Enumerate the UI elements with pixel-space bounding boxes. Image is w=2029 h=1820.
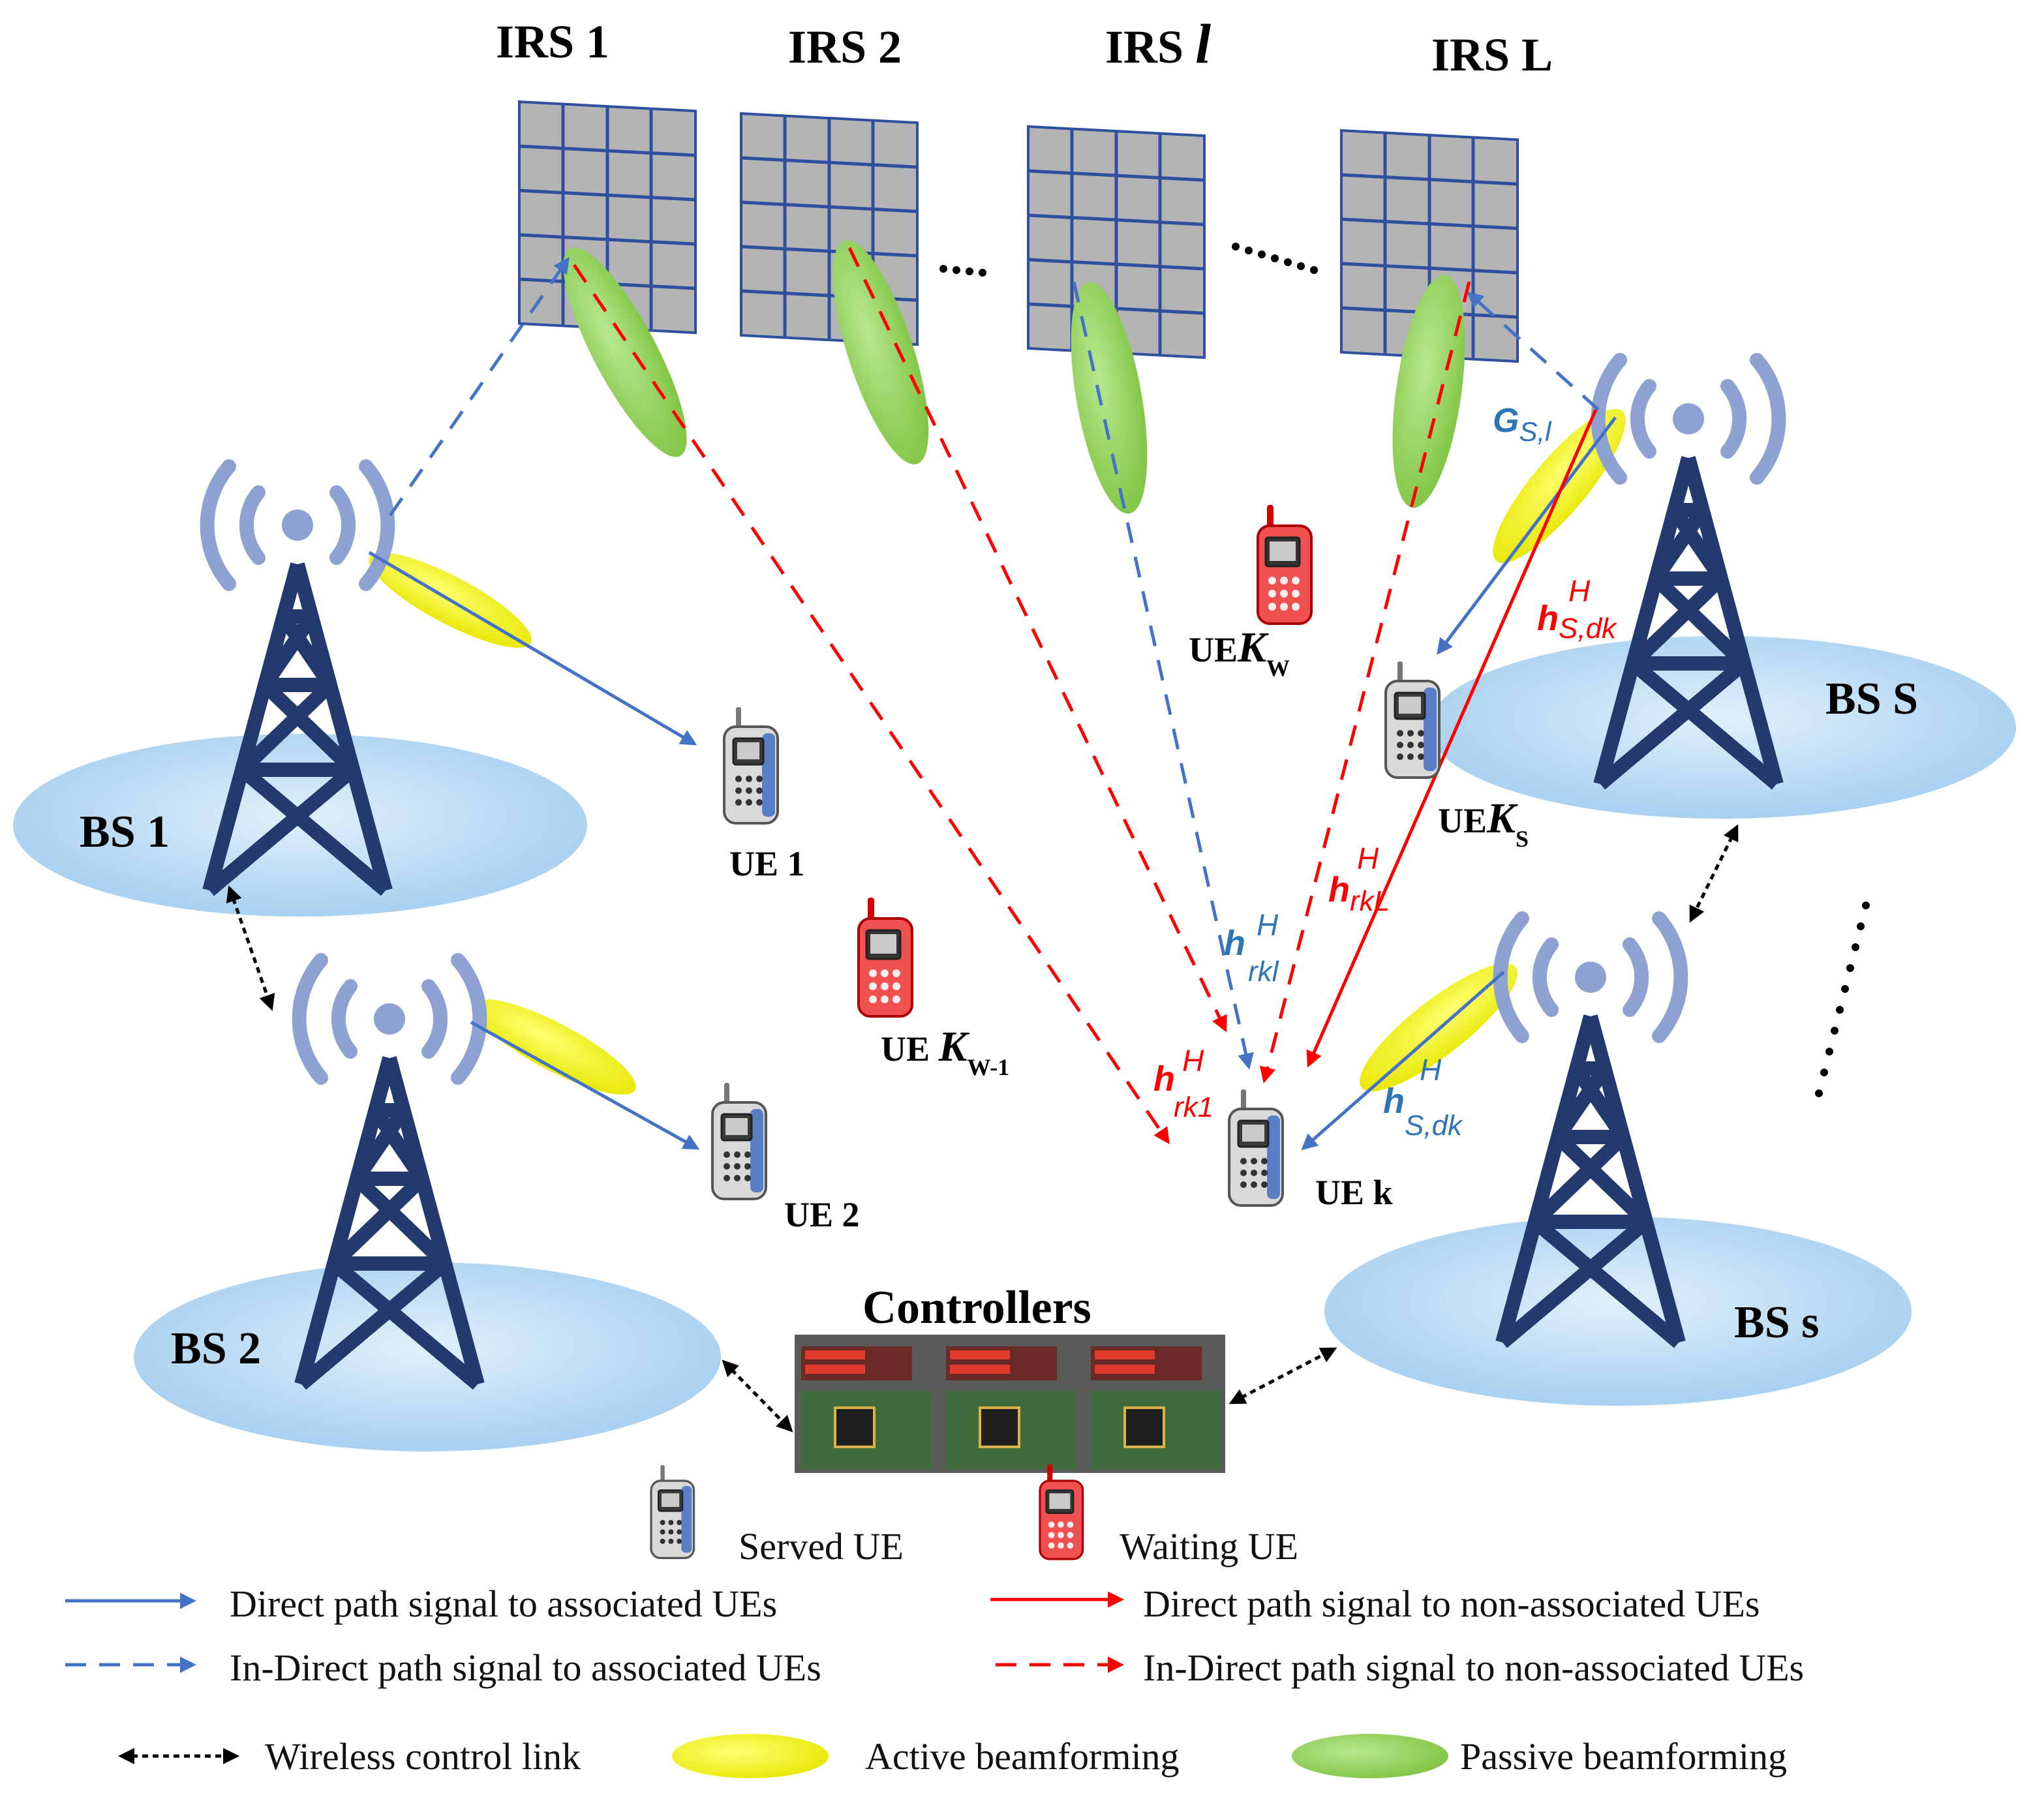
direct-assoc-bss-uek — [1301, 971, 1505, 1151]
direct-nonassoc-bsS-uek — [1306, 408, 1598, 1068]
channel-h-sdk-red-sup: H — [1568, 574, 1591, 608]
passive-beam-irsL — [1392, 275, 1465, 508]
legend: Served UE Waiting UE Direct path signal … — [65, 1463, 1804, 1778]
legend-direct-assoc-label: Direct path signal to associated UEs — [230, 1583, 777, 1625]
legend-indirect-assoc-label: In-Direct path signal to associated UEs — [230, 1646, 821, 1689]
channel-h-rkL-label: hrkL — [1328, 870, 1390, 917]
indirect-nonassoc-irs1-uek — [572, 264, 1170, 1145]
legend-direct-nonassoc-label: Direct path signal to non-associated UEs — [1143, 1583, 1760, 1625]
ue2-label: UE 2 — [784, 1195, 860, 1234]
uekw1-phone — [857, 896, 913, 1018]
ueks-phone — [1384, 660, 1441, 779]
direct-assoc-bsS-ueks — [1436, 416, 1617, 655]
irs-more-dots — [939, 243, 1318, 277]
irs-2-label: IRS 2 — [788, 21, 902, 73]
indirect-nonassoc-irsL-uek — [1259, 281, 1471, 1084]
channel-h-rkL-sup: H — [1357, 842, 1379, 875]
controllers-title: Controllers — [862, 1281, 1091, 1333]
uek-label: UE k — [1315, 1173, 1393, 1212]
controller-module-2 — [946, 1346, 1076, 1469]
ue2-phone — [711, 1082, 767, 1200]
bsS-label: BS S — [1825, 674, 1918, 724]
passive-beam-irs2 — [832, 240, 929, 464]
legend-waiting-label: Waiting UE — [1120, 1525, 1298, 1568]
channel-g-label: GS,l — [1493, 402, 1552, 447]
channel-h-sdk-blue-label: hS,dk — [1383, 1082, 1463, 1142]
ue1-phone — [723, 706, 779, 825]
legend-served-label: Served UE — [739, 1525, 904, 1568]
controller-module-1 — [801, 1346, 932, 1469]
passive-beam-irsl — [1071, 282, 1148, 514]
indirect-assoc-bsS-irsL — [1467, 291, 1600, 411]
irs-L-label: IRS L — [1431, 29, 1553, 81]
controllers-board — [795, 1335, 1225, 1473]
uekw-phone — [1257, 504, 1313, 625]
legend-served-phone — [650, 1464, 695, 1559]
cell-bs2 — [134, 1262, 721, 1451]
legend-active-label: Active beamforming — [865, 1735, 1180, 1778]
cell-bsS — [1429, 636, 2016, 819]
legend-waiting-phone — [1039, 1463, 1084, 1560]
channel-h-sdk-blue-sup: H — [1420, 1053, 1442, 1087]
legend-passive-label: Passive beamforming — [1460, 1735, 1787, 1778]
control-link-bsS-bss — [1689, 824, 1739, 923]
channel-h-rkl-label: hrkl — [1224, 924, 1279, 988]
legend-active-beam — [672, 1734, 829, 1778]
channel-h-sdk-red-label: hS,dk — [1537, 599, 1617, 645]
uekw-label: UEKW — [1189, 624, 1290, 681]
indirect-assoc-irsl-uek — [1072, 281, 1254, 1070]
irs-1-label: IRS 1 — [496, 16, 609, 68]
control-link-bs2-controllers — [722, 1359, 793, 1433]
active-beam-bs2 — [473, 999, 636, 1095]
legend-passive-beam — [1292, 1734, 1448, 1778]
cell-bss — [1324, 1217, 1912, 1406]
bs1-label: BS 1 — [80, 807, 170, 857]
bss-label: BS s — [1734, 1297, 1819, 1348]
control-link-controllers-bss — [1228, 1347, 1337, 1404]
direct-assoc-bs1-ue1 — [368, 551, 697, 746]
controller-module-3 — [1091, 1346, 1221, 1469]
indirect-assoc-bs1-irs1 — [388, 256, 570, 517]
irs-l-label: IRS l — [1105, 12, 1211, 75]
ue1-label: UE 1 — [729, 844, 805, 883]
bs2-label: BS 2 — [171, 1324, 261, 1374]
ueks-label: UEKS — [1438, 795, 1529, 852]
channel-h-rk1-sup: H — [1182, 1044, 1204, 1078]
bs-more-dots — [1815, 902, 1870, 1097]
control-link-bs1-bs2 — [226, 885, 275, 1011]
direct-assoc-bs2-ue2 — [470, 1020, 700, 1150]
legend-wireless-link-label: Wireless control link — [265, 1735, 581, 1778]
passive-beam-irs1 — [563, 247, 687, 457]
channel-h-rkl-sup: H — [1257, 908, 1279, 942]
uekw1-label: UE KW-1 — [881, 1023, 1009, 1080]
indirect-nonassoc-irs2-uek — [847, 247, 1227, 1033]
legend-indirect-nonassoc-label: In-Direct path signal to non-associated … — [1143, 1646, 1804, 1689]
uek-phone — [1228, 1088, 1284, 1207]
